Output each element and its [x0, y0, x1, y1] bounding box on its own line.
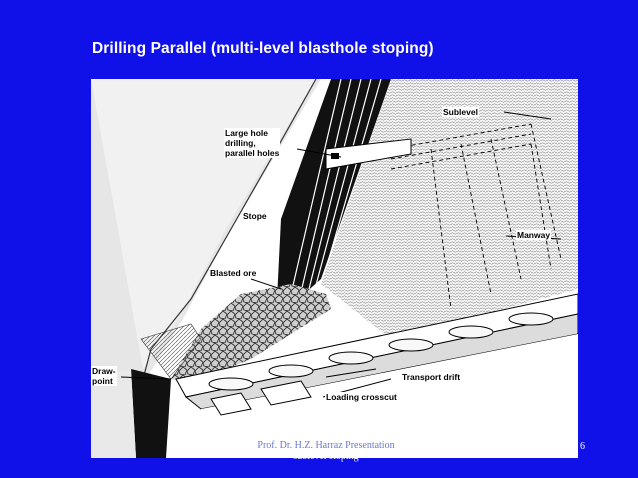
- label-stope: Stope: [242, 211, 268, 221]
- page-number: 6: [580, 441, 585, 452]
- label-transport-drift: Transport drift: [401, 372, 462, 382]
- parallel-holes: [290, 79, 382, 295]
- drill-holes-band: [276, 79, 391, 319]
- label-large-hole-drilling: Large hole drilling, parallel holes: [224, 128, 281, 158]
- label-loading-crosscut: Loading crosscut: [325, 392, 398, 402]
- stoping-diagram: Large hole drilling, parallel holes Subl…: [91, 79, 578, 458]
- label-manway: Manway: [516, 230, 552, 240]
- slide-title: Drilling Parallel (multi-level blasthole…: [92, 40, 434, 57]
- footer-author: Prof. Dr. H.Z. Harraz Presentation: [257, 440, 395, 451]
- blasted-ore-pile: [171, 284, 331, 384]
- sublevel-drifts: [390, 123, 562, 310]
- loading-crosscuts: [208, 312, 554, 391]
- label-drawpoint: Draw- point: [91, 366, 117, 386]
- footer-subtitle: sublevel stoping: [293, 451, 359, 462]
- label-sublevel: Sublevel: [442, 107, 479, 117]
- slide-footer: Prof. Dr. H.Z. Harraz Presentation suble…: [216, 440, 436, 462]
- label-blasted-ore: Blasted ore: [209, 268, 258, 278]
